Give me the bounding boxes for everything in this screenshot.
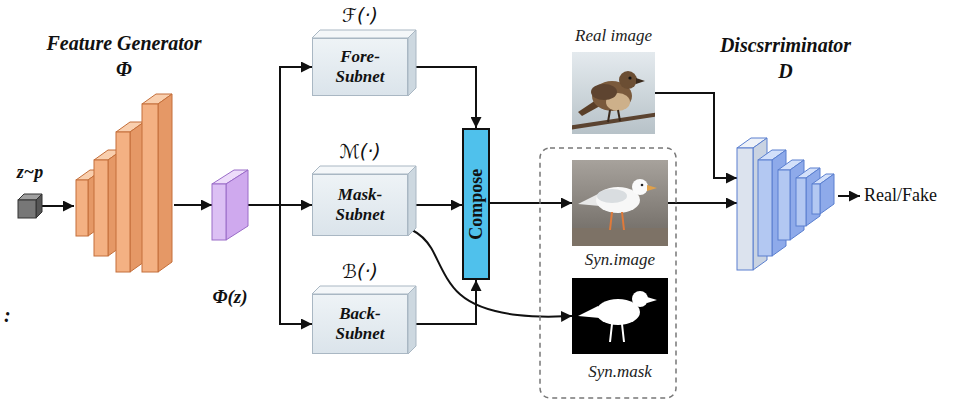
module-symbol: D — [778, 60, 792, 83]
feature-label: Φ(z) — [212, 286, 247, 308]
function-label: ℳ(·) — [339, 141, 380, 163]
real-bird-photo — [572, 52, 655, 134]
function-label: ℱ(·) — [342, 5, 378, 27]
noise-label: z~p — [17, 162, 43, 183]
module-symbol: Φ — [116, 58, 132, 81]
compose-label: Compose — [466, 169, 487, 240]
synthetic-mask: Syn.mask — [572, 278, 668, 354]
output-label: Real/Fake — [864, 185, 937, 206]
connector-arrow — [668, 202, 737, 204]
noise-cube-drawing — [18, 194, 42, 218]
connector-arrow — [174, 204, 212, 206]
discriminator-layers — [737, 138, 834, 270]
output-arrow — [838, 195, 860, 197]
generator-layers — [76, 94, 172, 272]
image-caption: Real image — [575, 26, 652, 46]
noise-cube: z~p — [18, 194, 42, 218]
image-caption: Syn.image — [585, 250, 655, 270]
connector-arrow — [408, 280, 476, 324]
feature-map: Φ(z) — [212, 170, 248, 240]
synthesis-group-outline — [540, 148, 676, 398]
subnet-label: Fore- Subnet — [335, 47, 384, 86]
synthetic-bird-photo — [572, 160, 668, 246]
module-title: Discsrriminator — [720, 34, 851, 57]
subnet-box: ℬ(·)Back- Subnet — [312, 294, 408, 354]
connector-arrow — [42, 205, 74, 207]
connector-arrow — [248, 205, 312, 324]
compose-box: Compose — [462, 128, 490, 280]
subnet-label: Back- Subnet — [335, 304, 384, 343]
stray-mark: : — [4, 304, 11, 327]
synthetic-mask-drawing — [572, 278, 668, 354]
module-title: Feature Generator — [47, 32, 202, 55]
generator-stack: Feature GeneratorΦ — [74, 92, 174, 274]
connector-arrow — [490, 202, 572, 204]
subnet-box: ℱ(·)Fore- Subnet — [312, 38, 408, 96]
subnet-faces — [312, 30, 416, 354]
function-label: ℬ(·) — [342, 261, 378, 283]
real-image: Real image — [572, 52, 655, 134]
connector-arrow — [408, 228, 572, 317]
synthetic-image: Syn.image — [572, 160, 668, 246]
subnet-box: ℳ(·)Mask- Subnet — [312, 174, 408, 236]
subnet-label: Mask- Subnet — [335, 185, 384, 224]
feature-map-slab — [212, 170, 248, 240]
discriminator-stack: DiscsrriminatorD — [737, 138, 834, 270]
image-caption: Syn.mask — [588, 362, 652, 382]
connector-arrow — [248, 67, 312, 205]
connector-arrow — [408, 67, 476, 128]
